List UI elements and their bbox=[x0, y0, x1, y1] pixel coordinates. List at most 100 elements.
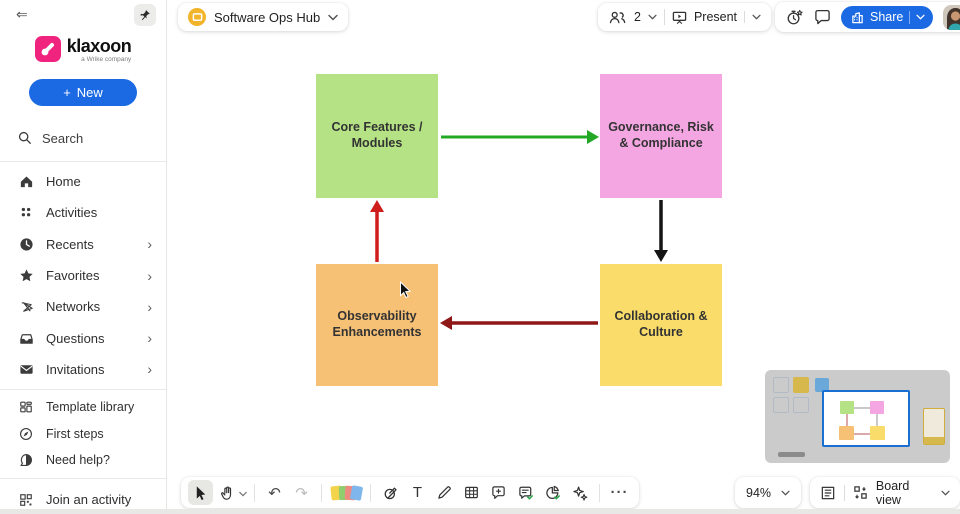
hand-tool[interactable] bbox=[215, 480, 240, 505]
activities-icon bbox=[18, 206, 34, 220]
sidebar-secondary-nav: Template library First steps Need help? bbox=[0, 390, 166, 473]
brand-tagline: a Wrike company bbox=[81, 56, 132, 63]
minimap[interactable] bbox=[765, 370, 950, 463]
sidebar-item-activities[interactable]: Activities bbox=[0, 197, 166, 228]
new-button[interactable]: + New bbox=[29, 79, 137, 106]
chevron-right-icon: › bbox=[147, 361, 152, 378]
sticky-note[interactable]: Collaboration & Culture bbox=[600, 264, 722, 386]
chevron-down-icon[interactable] bbox=[781, 490, 790, 496]
minimap-connector bbox=[846, 414, 848, 428]
table-tool[interactable] bbox=[459, 480, 484, 505]
brand-name: klaxoon bbox=[66, 36, 132, 56]
clock-icon bbox=[18, 237, 34, 252]
more-tools-button[interactable]: ··· bbox=[607, 480, 632, 505]
ai-assistant-tool[interactable] bbox=[567, 480, 592, 505]
sidebar-footer: Join an activity bbox=[0, 485, 166, 514]
minimap-note bbox=[839, 426, 854, 440]
minimap-item bbox=[793, 377, 809, 393]
search-icon bbox=[18, 131, 31, 144]
sidebar-item-favorites[interactable]: Favorites › bbox=[0, 260, 166, 291]
chevron-down-icon[interactable] bbox=[328, 14, 338, 21]
collapse-sidebar-icon[interactable]: ⇐ bbox=[16, 6, 28, 22]
share-label: Share bbox=[870, 10, 904, 24]
sidebar-item-label: Home bbox=[46, 174, 81, 190]
sidebar-item-join-activity[interactable]: Join an activity bbox=[0, 485, 166, 514]
sidebar-item-label: Join an activity bbox=[46, 492, 132, 508]
sidebar-item-label: Questions bbox=[46, 330, 105, 346]
inbox-icon bbox=[18, 331, 34, 346]
board-canvas[interactable]: Software Ops Hub 2 Present Share bbox=[168, 0, 960, 509]
sticky-note[interactable]: Governance, Risk & Compliance bbox=[600, 74, 722, 198]
chat-icon[interactable] bbox=[814, 9, 831, 25]
chevron-down-icon[interactable] bbox=[916, 14, 925, 20]
sidebar-item-label: Need help? bbox=[46, 452, 110, 467]
chevron-down-icon[interactable] bbox=[941, 490, 950, 496]
arrow-core-to-governance bbox=[441, 130, 599, 144]
brand-logo[interactable]: klaxoon a Wrike company bbox=[0, 36, 166, 63]
sticky-note-tool[interactable] bbox=[329, 480, 364, 505]
chevron-right-icon: › bbox=[147, 298, 152, 315]
divider bbox=[321, 483, 322, 502]
select-tool[interactable] bbox=[188, 480, 213, 505]
share-button[interactable]: Share bbox=[841, 5, 934, 29]
survey-tool[interactable] bbox=[513, 480, 538, 505]
help-chat-icon bbox=[18, 453, 34, 467]
sidebar-item-first-steps[interactable]: First steps bbox=[0, 420, 166, 446]
sidebar-item-networks[interactable]: Networks › bbox=[0, 291, 166, 322]
participants-count: 2 bbox=[634, 10, 641, 24]
sticky-note[interactable]: Core Features / Modules bbox=[316, 74, 438, 198]
sidebar-item-recents[interactable]: Recents › bbox=[0, 229, 166, 260]
board-title-tab[interactable]: Software Ops Hub bbox=[178, 3, 349, 31]
sidebar-item-invitations[interactable]: Invitations › bbox=[0, 354, 166, 385]
minimap-document bbox=[923, 408, 945, 445]
user-avatar[interactable] bbox=[943, 4, 960, 30]
sidebar-item-questions[interactable]: Questions › bbox=[0, 322, 166, 353]
shape-tool[interactable] bbox=[378, 480, 403, 505]
shape-pen-icon bbox=[384, 487, 397, 499]
arrow-governance-to-collaboration bbox=[654, 200, 668, 262]
network-icon bbox=[18, 299, 34, 314]
minimap-item bbox=[773, 377, 789, 393]
chevron-right-icon: › bbox=[147, 330, 152, 347]
view-label[interactable]: Board view bbox=[875, 478, 910, 507]
pen-tool[interactable] bbox=[432, 480, 457, 505]
chevron-down-icon[interactable] bbox=[648, 14, 657, 20]
sticky-notes-icon bbox=[330, 483, 364, 503]
mouse-cursor bbox=[399, 280, 412, 303]
pin-icon bbox=[140, 10, 150, 21]
participants-icon[interactable] bbox=[608, 10, 627, 25]
redo-button[interactable]: ↷ bbox=[289, 480, 314, 505]
qr-code-icon bbox=[18, 493, 34, 507]
sticky-note[interactable]: Observability Enhancements bbox=[316, 264, 438, 386]
divider bbox=[663, 9, 665, 25]
pin-sidebar-button[interactable] bbox=[134, 4, 156, 26]
minimap-viewport[interactable] bbox=[822, 390, 910, 447]
zoom-control[interactable]: 94% bbox=[735, 477, 802, 508]
comment-plus-icon bbox=[492, 486, 505, 499]
minimap-item bbox=[778, 452, 805, 457]
redo-icon: ↷ bbox=[295, 484, 308, 502]
sidebar-item-home[interactable]: Home bbox=[0, 166, 166, 197]
timer-icon[interactable] bbox=[785, 8, 804, 26]
text-tool[interactable]: T bbox=[412, 484, 423, 501]
poll-tool[interactable] bbox=[540, 480, 565, 505]
chevron-down-icon[interactable] bbox=[752, 14, 761, 20]
present-label[interactable]: Present bbox=[693, 10, 738, 24]
sparkles-icon bbox=[572, 485, 587, 501]
sidebar-item-need-help[interactable]: Need help? bbox=[0, 447, 166, 473]
minimap-note bbox=[870, 426, 885, 440]
comment-tool[interactable] bbox=[486, 480, 511, 505]
sidebar-item-template-library[interactable]: Template library bbox=[0, 394, 166, 420]
search-item[interactable]: Search bbox=[0, 127, 166, 149]
window-bottom-edge bbox=[0, 509, 960, 514]
undo-button[interactable]: ↶ bbox=[262, 480, 287, 505]
share-icon bbox=[852, 11, 863, 23]
survey-icon bbox=[518, 486, 533, 500]
ellipsis-icon: ··· bbox=[610, 484, 629, 501]
compass-icon bbox=[18, 427, 34, 441]
frames-icon[interactable] bbox=[820, 485, 836, 501]
chevron-right-icon: › bbox=[147, 236, 152, 253]
divider bbox=[0, 161, 166, 162]
hand-tool-chevron[interactable] bbox=[239, 484, 247, 502]
